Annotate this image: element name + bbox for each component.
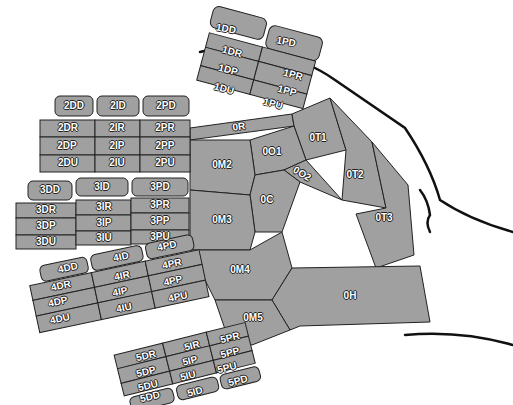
part-label: 2IU: [109, 158, 125, 168]
part-label: 3DU: [36, 237, 56, 247]
part-label: 0R: [232, 121, 246, 133]
thumb: [195, 5, 325, 109]
part-label: 3PR: [150, 200, 169, 210]
part-label: 2PP: [156, 141, 175, 151]
palm-regions: [190, 98, 430, 345]
part-label: 0T1: [309, 133, 326, 143]
part-label: 0M4: [230, 265, 249, 275]
part-label: 3DR: [36, 205, 56, 215]
part-label: 0M3: [212, 215, 231, 225]
part-label: 5IU: [179, 369, 197, 382]
part-label: 2DP: [57, 141, 76, 151]
part-label: 5ID: [186, 385, 204, 398]
part-label: 0C: [261, 195, 274, 205]
finger-2: [40, 96, 190, 172]
part-label: 1DD: [215, 22, 236, 35]
part-label: 3IP: [96, 218, 111, 228]
part-label: 3PD: [150, 182, 169, 192]
part-label: 0H: [344, 291, 357, 301]
finger-3: [16, 178, 189, 249]
part-label: 2PR: [155, 123, 174, 133]
part-label: 3DP: [36, 221, 55, 231]
part-label: 3IU: [96, 233, 112, 243]
part-label: 2DD: [64, 101, 84, 111]
part-label: 3PP: [151, 216, 170, 226]
part-label: 2PU: [155, 158, 174, 168]
part-label: 1PU: [262, 97, 283, 112]
part-label: 2PD: [156, 101, 175, 111]
part-label: 0O1: [263, 147, 282, 157]
part-label: 0M5: [243, 313, 262, 323]
part-label: 5PD: [227, 374, 248, 388]
part-label: 2IP: [109, 141, 124, 151]
part-label: 0T2: [346, 170, 363, 180]
part-label: 2DR: [58, 123, 78, 133]
part-label: 3DD: [40, 185, 60, 195]
part-label: 0T3: [375, 213, 392, 223]
part-label: 3ID: [94, 182, 110, 192]
finger-4: [26, 233, 209, 333]
part-label: 2ID: [110, 101, 126, 111]
part-label: 2DU: [58, 158, 78, 168]
part-label: 0M2: [212, 160, 231, 170]
part-label: 2IR: [109, 123, 125, 133]
finger-5: [114, 322, 261, 405]
part-label: 3IR: [96, 202, 112, 212]
